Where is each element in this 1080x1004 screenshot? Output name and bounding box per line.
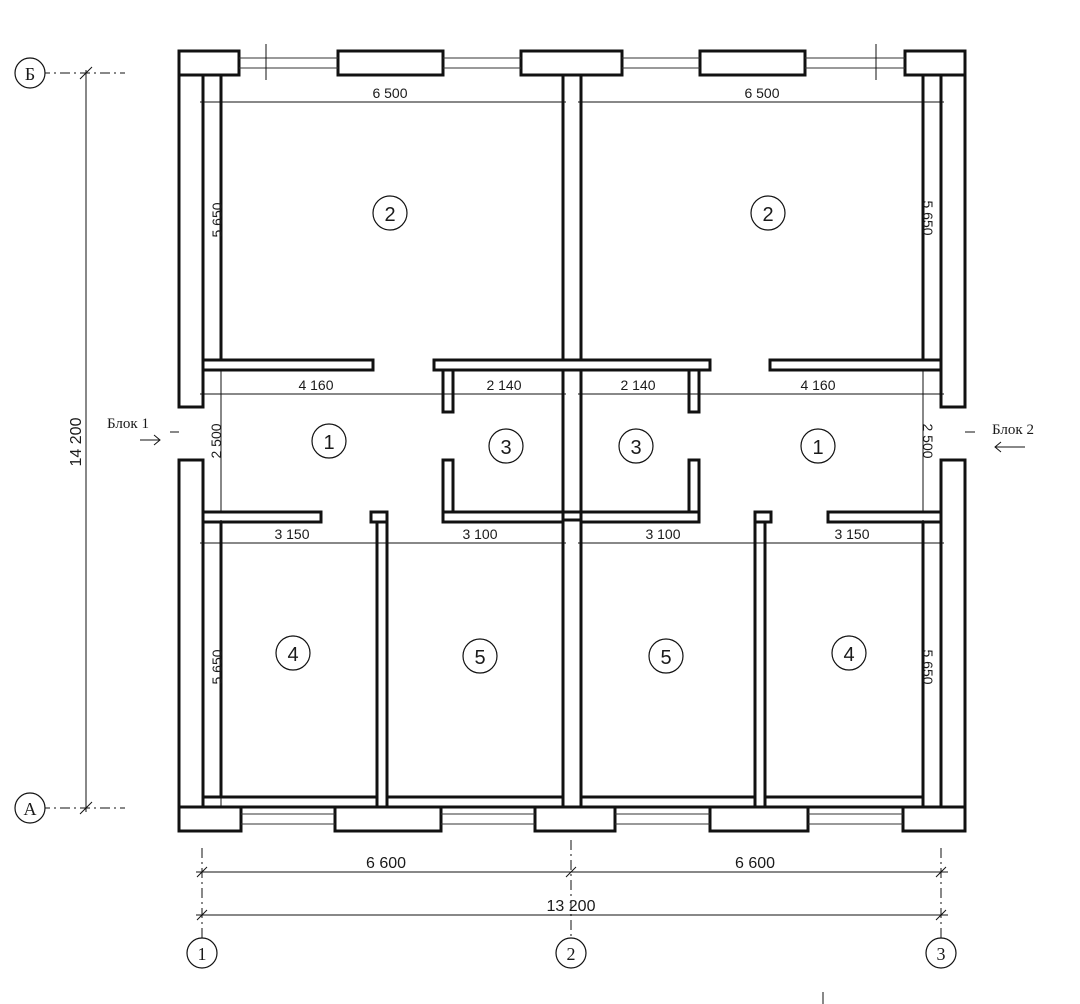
dim-bot-left-height: 5 650 [209, 649, 225, 684]
room-right-1: 1 [812, 437, 823, 459]
axis-3-circle [925, 937, 957, 969]
dim-bot-left-4-width: 3 150 [274, 526, 309, 542]
room-left-3: 3 [500, 437, 511, 459]
room-markers: 2 2 1 3 3 1 4 5 5 4 [275, 195, 867, 674]
room-right-4: 4 [843, 644, 854, 666]
axis-a-label: А [24, 799, 37, 819]
dim-mid-left-hall: 4 160 [298, 377, 333, 393]
dim-hall-right-height: 2 500 [920, 423, 936, 458]
dim-top-left-width: 6 500 [372, 85, 407, 101]
axis-a-circle [14, 792, 46, 824]
axis-bubbles: Б А 1 2 3 [14, 57, 957, 969]
dim-hall-left-height: 2 500 [208, 423, 224, 458]
room-right-2: 2 [762, 204, 773, 226]
room-right-3: 3 [630, 437, 641, 459]
dim-left-span: 6 600 [366, 855, 406, 872]
dim-bot-right-5-width: 3 100 [645, 526, 680, 542]
dim-mid-right-hall: 4 160 [800, 377, 835, 393]
room-right-5: 5 [660, 647, 671, 669]
room-left-5: 5 [474, 647, 485, 669]
room-left-2: 2 [384, 204, 395, 226]
room-left-4: 4 [287, 644, 298, 666]
axis-1-circle [186, 937, 218, 969]
dim-bot-right-4-width: 3 150 [834, 526, 869, 542]
room-left-1: 1 [323, 432, 334, 454]
entry-labels: Блок 1 Блок 2 [107, 416, 1034, 438]
dim-top-right-height: 5 650 [920, 200, 936, 235]
dimension-lines [79, 66, 1025, 1004]
axis-2-label: 2 [567, 944, 576, 964]
axis-2-circle [555, 937, 587, 969]
axis-b-circle [14, 57, 46, 89]
axis-3-label: 3 [937, 944, 946, 964]
dim-mid-left-bath: 2 140 [486, 377, 521, 393]
axis-b-label: Б [25, 64, 35, 84]
entry-block-1-label: Блок 1 [107, 416, 149, 432]
axis-lines [40, 72, 942, 940]
dim-mid-right-bath: 2 140 [620, 377, 655, 393]
windows [170, 44, 975, 825]
dim-bot-right-height: 5 650 [920, 649, 936, 684]
dim-total-height: 14 200 [68, 417, 85, 466]
axis-1-label: 1 [198, 944, 207, 964]
dim-top-left-height: 5 650 [209, 202, 225, 237]
dim-bot-left-5-width: 3 100 [462, 526, 497, 542]
dim-total-width: 13 200 [547, 898, 596, 915]
dimension-labels: 6 500 6 500 5 650 5 650 4 160 2 140 2 14… [68, 85, 936, 915]
entry-block-2-label: Блок 2 [992, 422, 1034, 438]
dim-right-span: 6 600 [735, 855, 775, 872]
dim-top-right-width: 6 500 [744, 85, 779, 101]
